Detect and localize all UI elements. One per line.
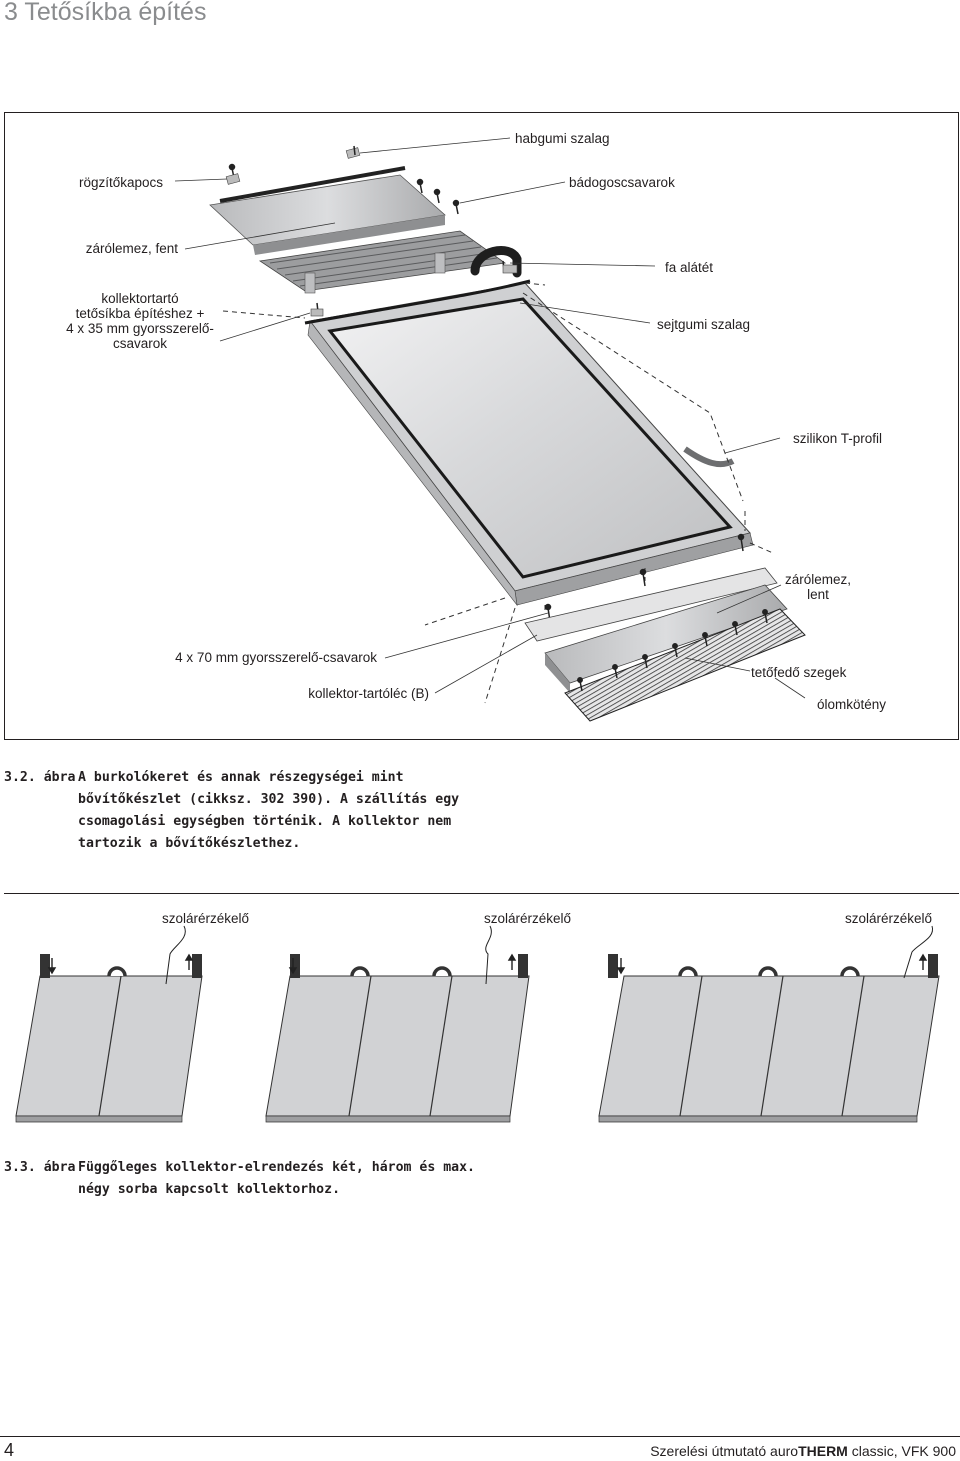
- three-collector-group: [265, 954, 530, 1123]
- sensor-label-1: szolárérzékelő: [162, 911, 250, 926]
- leader-lines: [174, 137, 806, 699]
- page-number: 4: [4, 1440, 15, 1460]
- document-title: Szerelési útmutató auroTHERM classic, VF…: [650, 1443, 956, 1459]
- label-collector-support-batten: kollektor-tartóléc (B): [308, 686, 429, 701]
- caption-text: Függőleges kollektor-elrendezés két, hár…: [78, 1160, 475, 1197]
- collector-support-batten: [524, 567, 778, 642]
- label-fixing-clip: rögzítőkapocs: [78, 175, 163, 190]
- label-bottom-flashing: zárólemez, lent: [784, 572, 852, 602]
- quick-mount-screws: [544, 533, 745, 622]
- bottom-flashing: [544, 584, 788, 693]
- label-collector-bracket: kollektortartó tetősíkba építéshez + 4 x…: [66, 291, 214, 351]
- collector-frame: [304, 279, 754, 607]
- sensor-label-2: szolárérzékelő: [484, 911, 572, 926]
- figure-3-3-arrangements: szolárérzékelő szolárérzékelő szolárérzé…: [4, 893, 959, 1151]
- silicone-t-profile: [683, 446, 735, 468]
- figure-3-3-caption: 3.3. ábra Függőleges kollektor-elrendezé…: [4, 1157, 924, 1205]
- label-wood-shim: fa alátét: [665, 260, 714, 275]
- sensor-label-3: szolárérzékelő: [845, 911, 933, 926]
- sensor-cables: [165, 925, 934, 985]
- label-roofing-nails: tetőfedő szegek: [751, 665, 847, 680]
- label-top-flashing: zárólemez, fent: [85, 241, 178, 256]
- exploded-assembly-drawing: [174, 137, 806, 722]
- figure-3-2-caption: 3.2. ábra A burkolókeret és annak részeg…: [4, 767, 924, 859]
- collector-arrangement-drawing: [15, 925, 940, 1123]
- section-title: 3 Tetősíkba építés: [4, 0, 207, 26]
- roofing-nails: [577, 609, 768, 692]
- figure-3-2-exploded-view: habgumi szalag rögzítőkapocs bádogoscsav…: [4, 112, 959, 740]
- cellular-rubber-strip: [304, 279, 531, 325]
- label-sheet-metal-screws: bádogoscsavarok: [569, 175, 675, 190]
- two-collector-group: [15, 954, 203, 1123]
- label-quick-mount-screws: 4 x 70 mm gyorsszerelő-csavarok: [175, 650, 377, 665]
- lead-apron: [564, 608, 806, 722]
- sheet-metal-screws: [225, 145, 518, 317]
- flow-arrows: [47, 953, 928, 975]
- timber-batten: [258, 230, 507, 294]
- label-cellular-rubber-strip: sejtgumi szalag: [657, 317, 751, 332]
- label-silicone-t-profile: szilikon T-profil: [793, 431, 883, 446]
- label-lead-apron: ólomkötény: [817, 697, 887, 712]
- caption-text: A burkolókeret és annak részegységei min…: [78, 770, 460, 851]
- top-flashing: [209, 166, 446, 255]
- foam-seal-hook: [470, 246, 522, 278]
- footer-rule: [0, 1436, 960, 1437]
- label-foam-strip: habgumi szalag: [515, 131, 610, 146]
- caption-number: 3.3. ábra: [4, 1160, 76, 1175]
- foam-strip: [219, 166, 406, 203]
- four-collector-group: [598, 954, 940, 1123]
- caption-number: 3.2. ábra: [4, 770, 76, 785]
